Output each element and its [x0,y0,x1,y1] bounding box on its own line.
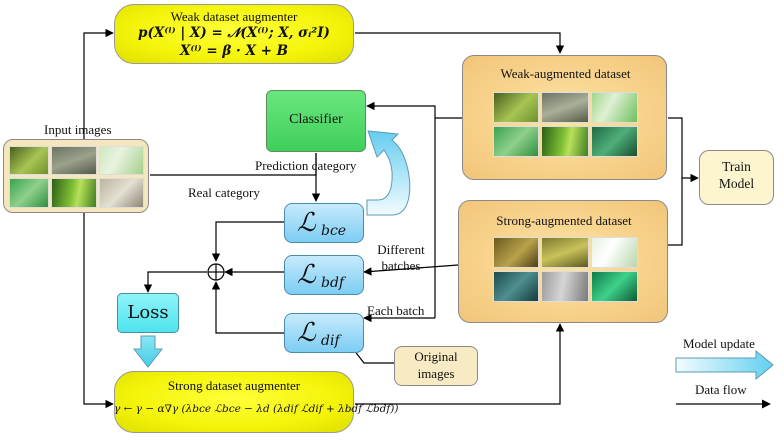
legend-data-flow-label: Data flow [695,382,747,397]
loss-bdf-box: ℒ bdf [284,255,364,295]
loss-bdf-symbol: ℒ [297,260,316,290]
weak-photo-4 [493,126,539,157]
weak-augmenter-title: Weak dataset augmenter [170,9,298,24]
each-batch-label: Each batch [367,303,425,318]
different-batches-line-1: Different [377,242,425,257]
circled-plus-icon [207,263,225,281]
weak-dataset-box: Weak-augmented dataset [462,55,667,180]
input-images-box [3,139,149,213]
strong-photo-1 [493,237,539,268]
loss-bce-subscript: bce [321,223,347,239]
strong-photo-6 [591,271,638,302]
original-images-line-2: images [417,366,455,381]
loss-bce-box: ℒ bce [284,203,364,243]
weak-augmenter-formula-1: p(X⁽ⁱ⁾ | X) = 𝒩(X⁽ⁱ⁾; X, σᵢ²I) [138,25,330,41]
input-photo-5 [51,178,97,208]
weak-photo-6 [591,126,638,157]
loss-dif-subscript: dif [321,333,340,349]
wire-strong-to-bdf [363,264,459,276]
classifier-label: Classifier [289,112,343,127]
wire-strongaug-to-dataset [355,323,565,405]
weak-photo-1 [493,92,539,123]
wire-sum-to-loss [143,271,207,293]
real-category-label: Real category [188,185,260,200]
input-photo-4 [9,178,49,208]
train-model-box [699,150,774,205]
classifier-box [266,90,366,152]
input-images-label: Input images [44,122,112,137]
input-photo-3 [99,146,144,175]
loss-label: Loss [127,302,169,323]
strong-photo-4 [493,271,539,302]
wire-strong-to-train [668,173,699,246]
input-photo-2 [51,146,97,175]
prediction-category-label: Prediction category [255,158,357,173]
loss-bce-symbol: ℒ [297,208,316,238]
input-photo-6 [99,178,144,208]
strong-dataset-label: Strong-augmented dataset [496,213,632,228]
strong-augmenter-title: Strong dataset augmenter [167,378,301,393]
train-model-line-1: Train [722,159,751,174]
strong-photo-3 [591,237,638,268]
input-photo-1 [9,146,49,175]
train-model-line-2: Model [718,176,755,191]
loss-bdf-subscript: bdf [321,275,345,291]
weak-photo-5 [541,126,589,157]
loss-update-arrow-icon [132,335,164,368]
different-batches-line-2: batches [381,258,421,273]
wire-weak-to-train [668,117,683,178]
original-images-line-1: Original [414,349,458,364]
wire-weak-to-dataset [355,32,565,54]
legend-model-update-label: Model update [683,336,755,351]
loss-dif-symbol: ℒ [297,318,316,348]
wire-bce-to-sum [211,221,284,262]
strong-augmenter-formula: γ ← γ − α∇γ (λbce ℒbce − λd (λdif ℒdif +… [114,403,399,415]
weak-augmenter-box [114,4,354,64]
wire-dif-to-sum [211,281,284,334]
strong-photo-2 [541,237,589,268]
wire-weakdata-to-classifier [366,101,470,119]
original-images-box [394,346,478,386]
weak-augmenter-formula-2: X⁽ⁱ⁾ = β · X + B [179,43,289,59]
loss-dif-box: ℒ dif [284,313,364,353]
strong-photo-5 [541,271,589,302]
weak-photo-3 [591,92,638,123]
model-update-curve-icon [366,130,411,216]
weak-dataset-label: Weak-augmented dataset [500,66,631,81]
block-arrow-icon [675,349,774,381]
strong-augmenter-box [114,371,354,433]
wire-input-to-weak [83,28,114,140]
strong-dataset-box: Strong-augmented dataset [458,200,668,323]
weak-photo-2 [541,92,589,123]
loss-box [117,293,179,333]
wire-input-to-strong [83,193,114,409]
